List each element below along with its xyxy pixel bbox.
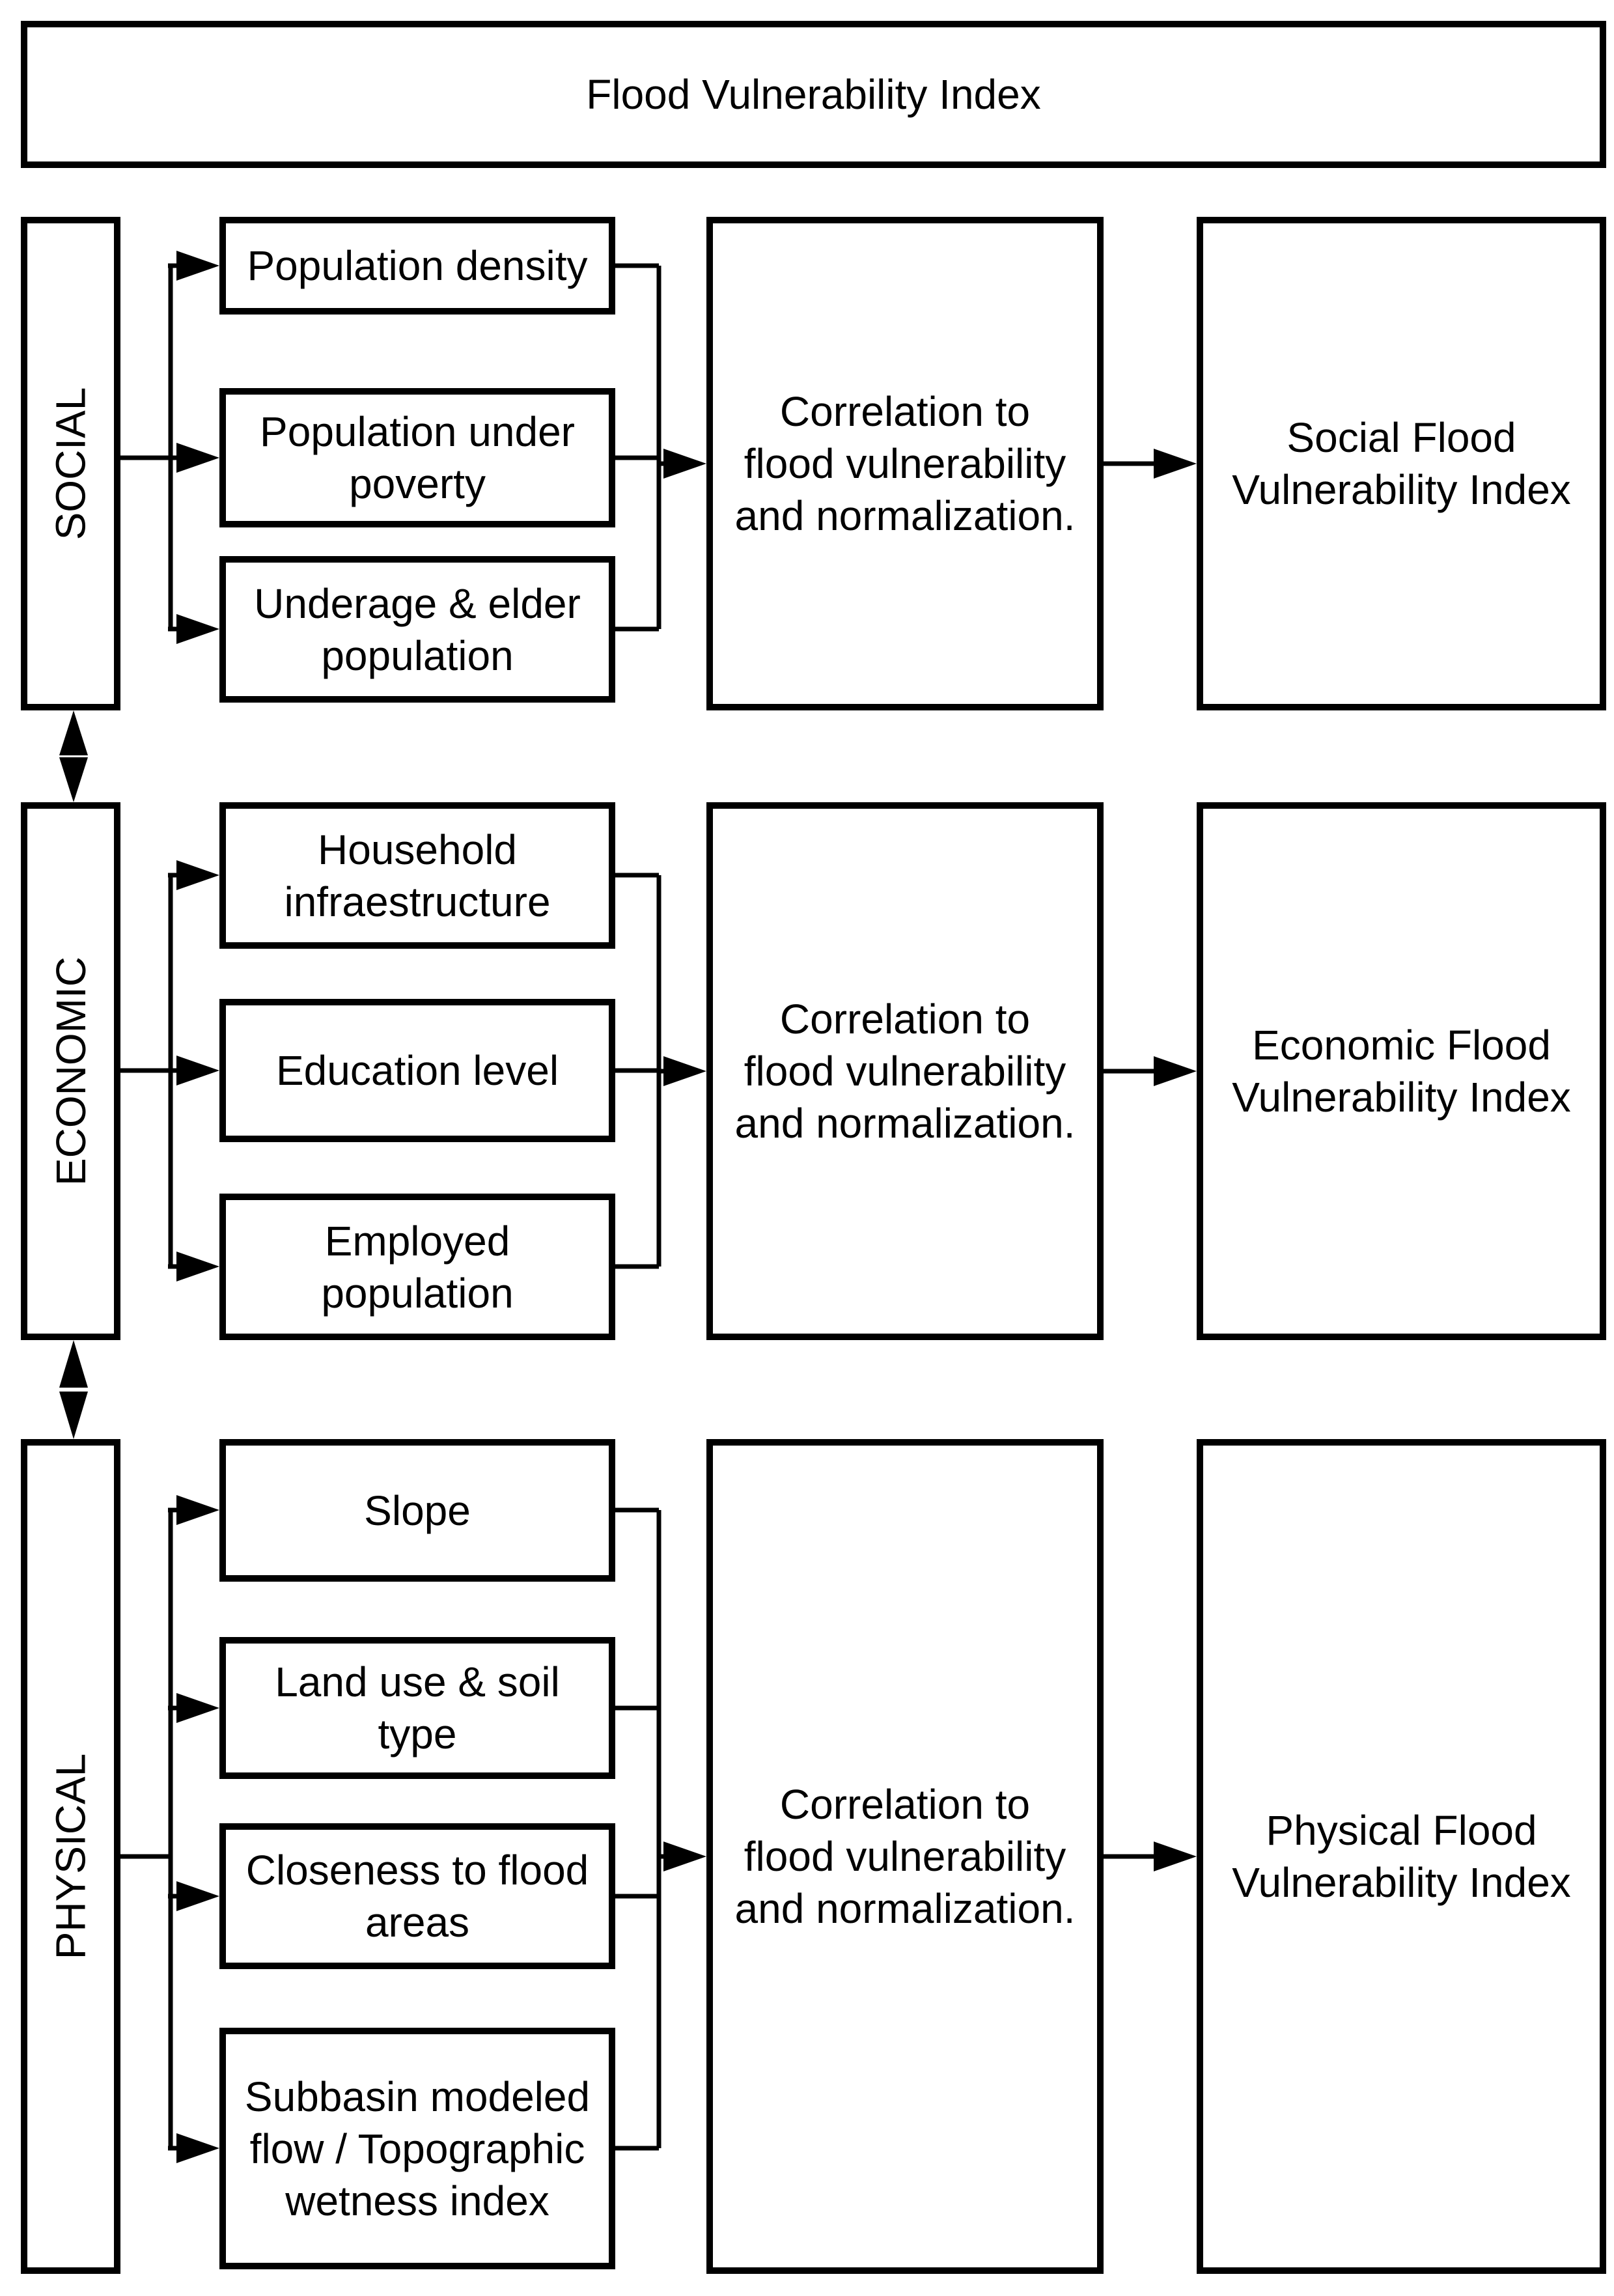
economic-input-connectors (120, 860, 219, 1281)
input-box-subbasin-modeled-flow-topographic-wetness-index: Subbasin modeled flow / Topographic wetn… (219, 2028, 615, 2269)
input-box-underage-elder-population: Underage & elder population (219, 556, 615, 703)
economic-physical-double-arrow (59, 1340, 88, 1439)
input-label: Population density (247, 242, 588, 289)
input-box-employed-population: Employed population (219, 1194, 615, 1340)
output-box-physical-flood-vulnerability-index: Physical Flood Vulnerability Index (1197, 1439, 1606, 2274)
section-label-physical: PHYSICAL (21, 1439, 120, 2274)
process-box-social: Correlation to flood vulnerability and n… (706, 217, 1104, 710)
social-economic-double-arrow (59, 710, 88, 802)
output-label: Economic Flood Vulnerability Index (1232, 1022, 1571, 1121)
input-label: Underage & elder population (254, 580, 581, 679)
section-label-economic-text: ECONOMIC (47, 957, 94, 1186)
process-label: Correlation to flood vulnerability and n… (734, 388, 1076, 539)
physical-input-connectors (120, 1495, 219, 2163)
section-label-social: SOCIAL (21, 217, 120, 710)
economic-collector-connectors (615, 873, 706, 1269)
section-label-physical-text: PHYSICAL (47, 1753, 94, 1960)
section-label-economic: ECONOMIC (21, 802, 120, 1340)
diagram-title: Flood Vulnerability Index (586, 71, 1041, 118)
output-box-economic-flood-vulnerability-index: Economic Flood Vulnerability Index (1197, 802, 1606, 1340)
process-box-physical: Correlation to flood vulnerability and n… (706, 1439, 1104, 2274)
input-box-slope: Slope (219, 1439, 615, 1582)
process-label: Correlation to flood vulnerability and n… (734, 996, 1076, 1147)
input-box-household-infraestructure: Household infraestructure (219, 802, 615, 949)
input-box-closeness-to-flood-areas: Closeness to flood areas (219, 1823, 615, 1969)
input-label: Employed population (321, 1217, 514, 1317)
input-label: Slope (364, 1487, 471, 1534)
social-process-to-output-arrow (1104, 449, 1197, 479)
input-label: Education level (275, 1047, 559, 1094)
social-collector-connectors (615, 263, 706, 632)
input-label: Population under poverty (260, 408, 575, 507)
input-label: Closeness to flood areas (245, 1847, 589, 1946)
process-box-economic: Correlation to flood vulnerability and n… (706, 802, 1104, 1340)
input-box-population-under-poverty: Population under poverty (219, 388, 615, 527)
input-box-land-use-soil-type: Land use & soil type (219, 1637, 615, 1779)
output-label: Social Flood Vulnerability Index (1232, 414, 1571, 513)
output-box-social-flood-vulnerability-index: Social Flood Vulnerability Index (1197, 217, 1606, 710)
economic-process-to-output-arrow (1104, 1056, 1197, 1086)
input-label: Subbasin modeled flow / Topographic wetn… (244, 2073, 591, 2224)
physical-process-to-output-arrow (1104, 1841, 1197, 1871)
input-box-education-level: Education level (219, 999, 615, 1142)
social-input-connectors (120, 251, 219, 644)
input-label: Household infraestructure (284, 826, 551, 925)
input-box-population-density: Population density (219, 217, 615, 315)
physical-collector-connectors (615, 1507, 706, 2151)
title-box: Flood Vulnerability Index (21, 21, 1606, 168)
process-label: Correlation to flood vulnerability and n… (734, 1781, 1076, 1932)
input-label: Land use & soil type (275, 1659, 560, 1757)
output-label: Physical Flood Vulnerability Index (1232, 1807, 1571, 1906)
section-label-social-text: SOCIAL (47, 387, 94, 540)
